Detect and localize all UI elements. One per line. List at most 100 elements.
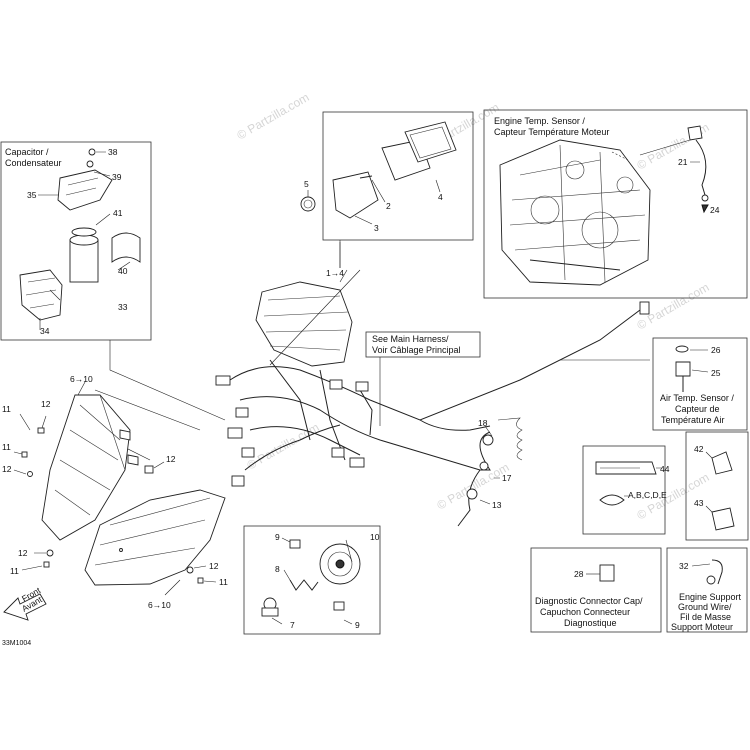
- callout-12: 12: [209, 561, 219, 571]
- headlight-left: 6→10: [41, 374, 139, 541]
- sealant-box: 44 A,B,C,D,E: [582, 445, 670, 535]
- gauge-gasket: [404, 121, 457, 163]
- gauge-housing: [332, 171, 379, 219]
- callout-41: 41: [113, 208, 123, 218]
- bulb-9-lower: [333, 601, 345, 611]
- gauge-frame: [322, 111, 474, 241]
- main-harness-note: See Main Harness/ Voir Câblage Principal: [365, 331, 481, 426]
- engine-temp-title-line2: Capteur Température Moteur: [494, 127, 609, 137]
- callout-11: 11: [219, 577, 228, 587]
- engine-support-line4: Support Moteur: [671, 622, 733, 632]
- main-harness-frame: [365, 331, 481, 358]
- ground-wire: [711, 559, 723, 585]
- air-temp-title-line2: Capteur de: [675, 404, 720, 414]
- callout-9: 9: [355, 620, 360, 630]
- screw-2: [359, 175, 373, 179]
- capacitor-sleeve: [111, 232, 141, 263]
- capacitor-frame: [0, 141, 152, 341]
- callout-32: 32: [679, 561, 689, 571]
- diag-cap-line3: Diagnostique: [564, 618, 617, 628]
- grommet-26: [675, 345, 689, 353]
- engine-temp-wire: [695, 139, 707, 196]
- callout-42: 42: [694, 444, 704, 454]
- callout-12: 12: [41, 399, 51, 409]
- diag-cap-line2: Capuchon Connecteur: [540, 607, 630, 617]
- capacitor-title-line1: Capacitor /: [5, 147, 49, 157]
- diag-cap-box: 28 Diagnostic Connector Cap/ Capuchon Co…: [530, 547, 662, 633]
- main-harness-line2: Voir Câblage Principal: [372, 345, 461, 355]
- callout-18: 18: [478, 418, 488, 428]
- callout-26: 26: [711, 345, 721, 355]
- tie-strap: [599, 494, 625, 506]
- callout-40: 40: [118, 266, 128, 276]
- screw-38: [88, 148, 96, 156]
- engine-support-line1: Engine Support: [679, 592, 742, 602]
- callout-12: 12: [18, 548, 28, 558]
- clip-42: [711, 451, 733, 475]
- callout-11: 11: [10, 566, 19, 576]
- air-temp-title-line1: Air Temp. Sensor /: [660, 393, 734, 403]
- bulb-box: 9 10 8 7 9: [243, 525, 381, 635]
- gauge-knob: [300, 196, 316, 212]
- loctite-drop: [701, 204, 709, 214]
- callout-8: 8: [275, 564, 280, 574]
- clips-frame: [685, 431, 749, 541]
- callout-5: 5: [304, 179, 309, 189]
- right-fasteners: 12 11: [186, 561, 228, 587]
- engine-support-line2: Ground Wire/: [678, 602, 732, 612]
- callout-abcde: A,B,C,D,E: [628, 490, 667, 500]
- gauge-box: 5 2 4 3 1→4: [300, 111, 474, 278]
- instrument-cluster: [255, 269, 353, 367]
- callout-13: 13: [492, 500, 502, 510]
- engine-temp-sensor: [687, 125, 703, 141]
- capacitor-bracket: [57, 169, 113, 211]
- callout-4: 4: [438, 192, 443, 202]
- diagram-code: 33M1004: [2, 640, 31, 647]
- callout-35: 35: [27, 190, 37, 200]
- callout-10: 10: [370, 532, 380, 542]
- callout-43: 43: [694, 498, 704, 508]
- callout-12: 12: [166, 454, 176, 464]
- callout-21: 21: [678, 157, 688, 167]
- engine-block: [499, 139, 651, 286]
- callout-28: 28: [574, 569, 584, 579]
- clips-box: 42 43: [685, 431, 749, 541]
- callout-3: 3: [374, 223, 379, 233]
- callout-2: 2: [386, 201, 391, 211]
- air-temp-sensor: [675, 361, 691, 377]
- diag-cap-frame: [530, 547, 662, 633]
- callout-39: 39: [112, 172, 122, 182]
- clip-43: [711, 507, 735, 531]
- air-temp-frame: [652, 337, 748, 431]
- watermark: © Partzilla.com: [235, 90, 312, 143]
- spring-clip: [289, 579, 319, 591]
- callout-6-10-upper: 6→10: [70, 374, 93, 384]
- left-fasteners: 11 12 11 12 12 11: [2, 399, 54, 576]
- callout-9: 9: [275, 532, 280, 542]
- callout-6-10-lower: 6→10: [148, 600, 171, 610]
- wiring-harness: [215, 301, 650, 487]
- callout-7: 7: [290, 620, 295, 630]
- air-temp-title-line3: Température Air: [661, 415, 725, 425]
- capacitor-ring: [71, 227, 97, 237]
- callout-12: 12: [2, 464, 12, 474]
- callout-17: 17: [502, 473, 512, 483]
- air-temp-box: 26 25 Air Temp. Sensor / Capteur de Temp…: [652, 337, 748, 431]
- capacitor-title-line2: Condensateur: [5, 158, 62, 168]
- engine-support-frame: [666, 547, 748, 633]
- capacitor-box: Capacitor / Condensateur 38 39 35 41 40 …: [0, 141, 152, 341]
- headlight-right: 6→10: [84, 489, 226, 610]
- engine-support-box: 32 Engine Support Ground Wire/ Fil de Ma…: [666, 547, 748, 633]
- diag-cap: [599, 564, 615, 582]
- clip-12: 12: [144, 454, 176, 474]
- diag-cap-line1: Diagnostic Connector Cap/: [535, 596, 643, 606]
- front-arrow: Front Avant: [3, 585, 47, 621]
- callout-24: 24: [710, 205, 720, 215]
- bulb-frame: [243, 525, 381, 635]
- engine-support-line3: Fil de Masse: [680, 612, 731, 622]
- callout-44: 44: [660, 464, 670, 474]
- sealant-frame: [582, 445, 666, 535]
- engine-temp-title-line1: Engine Temp. Sensor /: [494, 116, 585, 126]
